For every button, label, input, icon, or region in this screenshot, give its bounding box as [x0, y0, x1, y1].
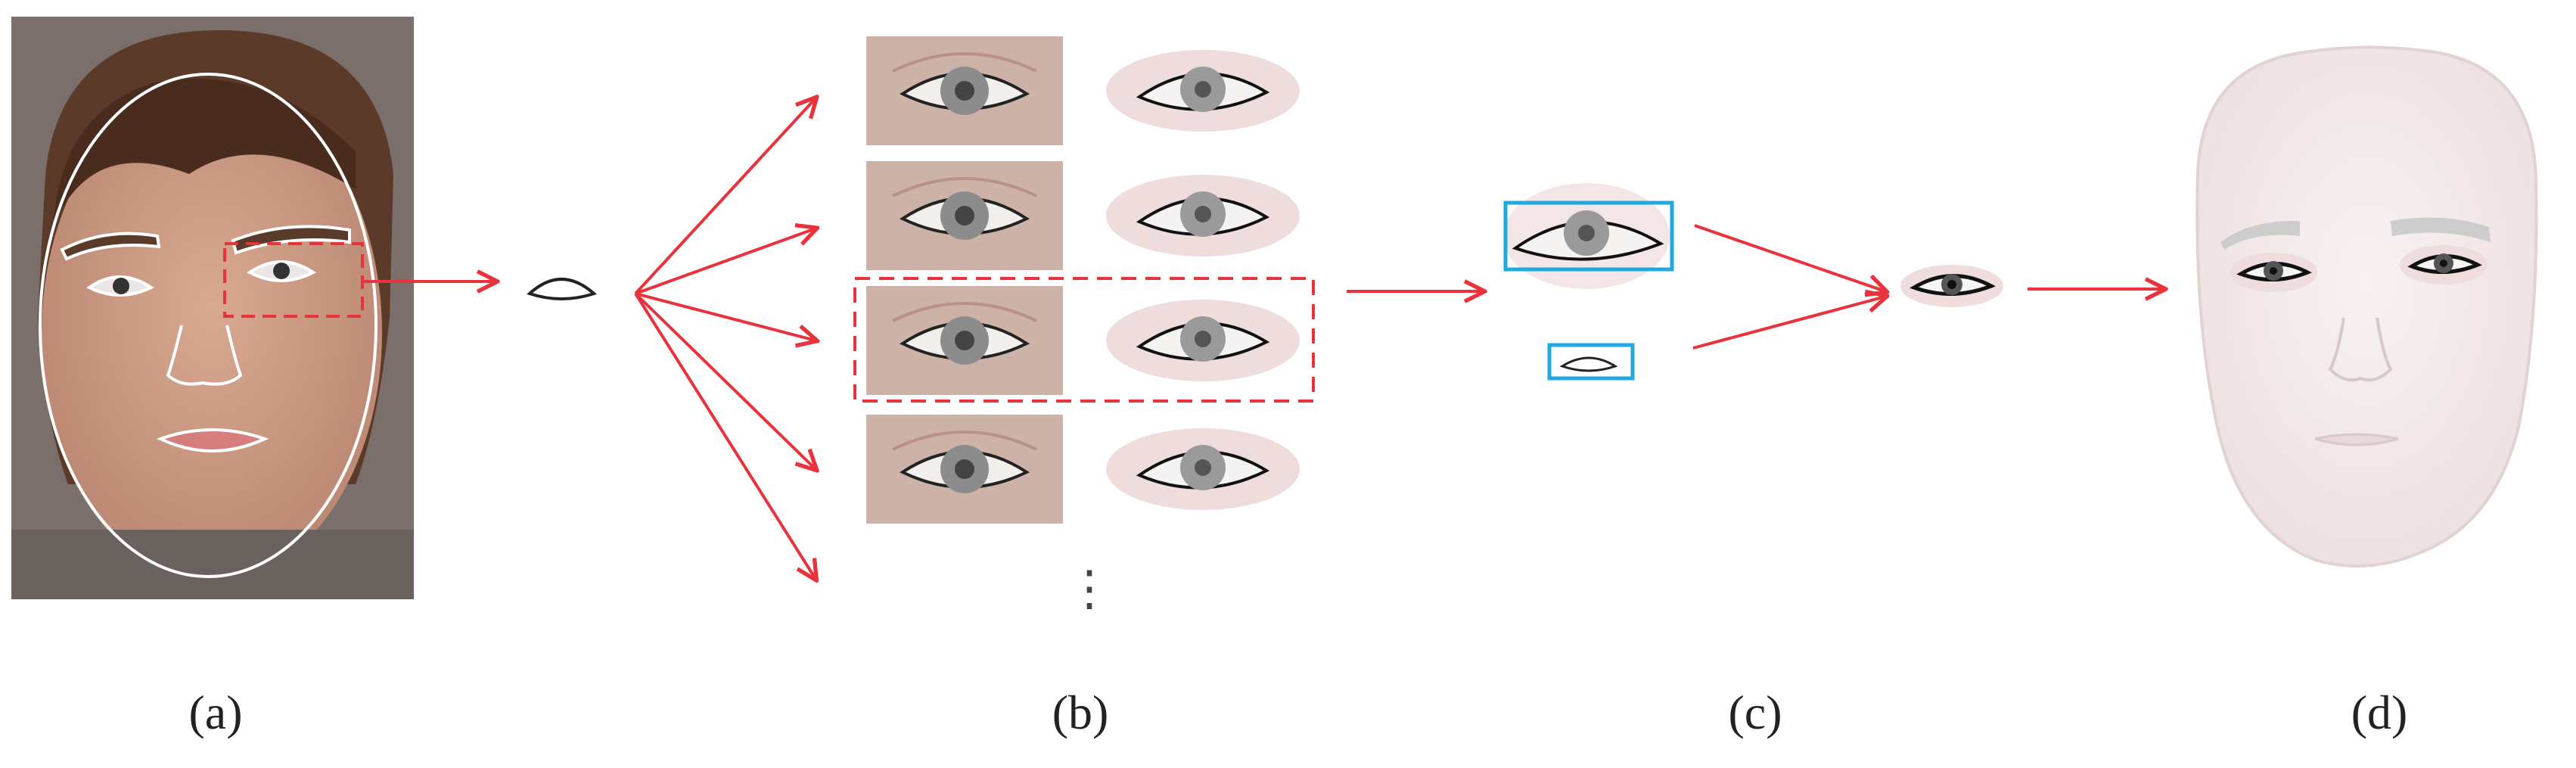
- candidate-pair-3: [865, 285, 1301, 396]
- eye-photo: [865, 160, 1064, 272]
- eye-sketch: [1105, 298, 1301, 383]
- face-photo: [11, 17, 414, 599]
- eye-sketch: [1105, 48, 1301, 133]
- candidate-pair-4: [865, 413, 1301, 525]
- eye-photo: [865, 413, 1064, 525]
- face-sketch: [2195, 45, 2538, 567]
- mouth-contour: [156, 428, 269, 452]
- sketch-nose: [2328, 317, 2393, 382]
- right-eye-contour: [247, 260, 316, 282]
- detect-box-eye: [1503, 201, 1674, 272]
- arrow-c-top: [1694, 224, 1885, 291]
- candidate-pair-2: [865, 160, 1301, 272]
- panel-label-d: (d): [2351, 686, 2408, 739]
- best-match-box: [853, 277, 1315, 403]
- right-eyebrow-contour: [231, 225, 351, 255]
- detect-box-contour: [1547, 343, 1635, 381]
- arrow-c-bottom: [1692, 297, 1885, 350]
- fan-out-arrows: [634, 98, 816, 579]
- eye-photo: [865, 35, 1064, 147]
- selected-eye-sketch: [1503, 183, 1670, 289]
- panel-label-c: (c): [1728, 686, 1782, 739]
- sketch-mouth: [2314, 433, 2399, 446]
- sketch-left-eye: [2230, 253, 2317, 292]
- panel-label-b: (b): [1052, 686, 1109, 739]
- face-contour: [39, 73, 378, 578]
- left-eyebrow-contour: [60, 232, 161, 261]
- more-candidates-ellipsis: ⋮: [1065, 561, 1114, 615]
- eye-sketch: [1105, 173, 1301, 258]
- eye-photo: [865, 285, 1064, 396]
- candidate-pair-1: [865, 35, 1301, 147]
- panel-label-a: (a): [188, 686, 243, 739]
- extracted-eye-contour-small: [1559, 356, 1618, 372]
- extracted-eye-contour: [527, 278, 597, 300]
- nose-contour: [166, 325, 243, 386]
- sketch-right-eye: [2400, 245, 2487, 285]
- eye-selection-box: [223, 242, 364, 318]
- eye-sketch: [1105, 427, 1301, 511]
- eye-composite: [1900, 265, 2003, 307]
- left-eye-contour: [86, 275, 155, 297]
